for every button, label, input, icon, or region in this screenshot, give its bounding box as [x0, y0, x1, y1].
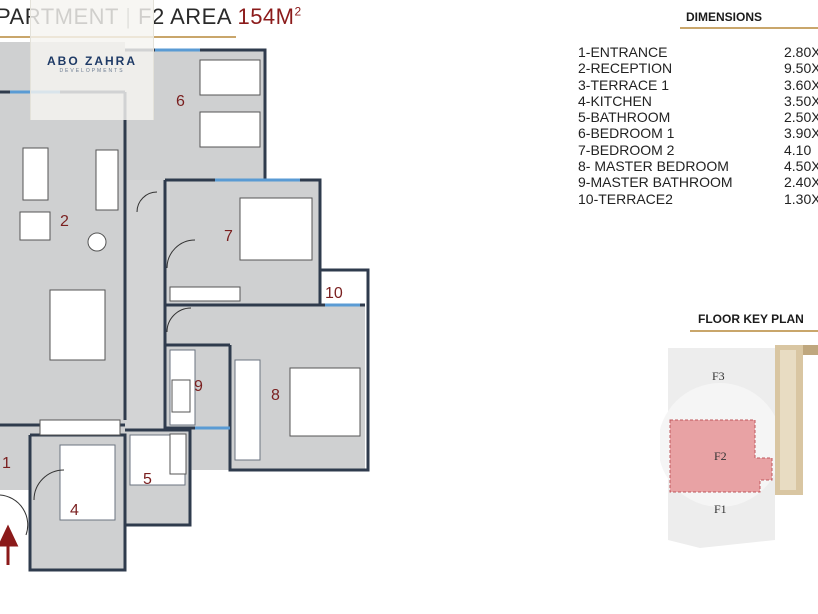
- dimension-row: 9-MASTER BATHROOM 2.40X: [578, 174, 818, 190]
- room-label-1: 1: [2, 455, 11, 472]
- dimension-row: 10-TERRACE2 1.30X: [578, 191, 818, 207]
- dimension-row: 5-BATHROOM 2.50X: [578, 109, 818, 125]
- key-plan-f2-highlight: [669, 419, 773, 493]
- dimension-label: 2-RECEPTION: [578, 60, 673, 77]
- room-label-8: 8: [271, 387, 280, 404]
- dimension-row: 8- MASTER BEDROOM 4.50X: [578, 158, 818, 174]
- dimension-row: 4-KITCHEN 3.50X: [578, 93, 818, 109]
- floor-plan: 1 2 4 5 6 7 8 9 10: [0, 42, 370, 572]
- dimension-value: 3.60X: [784, 76, 818, 93]
- area-number: 154M: [237, 4, 295, 29]
- dimension-row: 6-BEDROOM 1 3.90X: [578, 125, 818, 141]
- partitions: [59, 349, 261, 521]
- dimension-value: 1.30X: [784, 190, 818, 207]
- doors: [0, 191, 196, 536]
- dimension-row: 1-ENTRANCE 2.80X: [578, 44, 818, 60]
- dimension-label: 5-BATHROOM: [578, 109, 671, 126]
- area-superscript: 2: [294, 4, 302, 19]
- room-labels: 1 2 4 5 6 7 8 9 10: [2, 93, 343, 519]
- beds: [49, 59, 361, 437]
- dimensions-list: 1-ENTRANCE 2.80X 2-RECEPTION 9.50X 3-TERRA…: [578, 44, 818, 207]
- key-plan-f1: F1: [714, 502, 727, 516]
- key-plan-f3: F3: [712, 369, 725, 383]
- dimensions-underline: [680, 27, 818, 29]
- dimension-value: 2.40X: [784, 174, 818, 191]
- logo-name: ABO ZAHRA: [47, 54, 137, 68]
- room-label-5: 5: [143, 471, 152, 488]
- dimension-row: 3-TERRACE 1 3.60X: [578, 77, 818, 93]
- dimension-value: 3.50X: [784, 92, 818, 109]
- room-label-10: 10: [325, 285, 343, 302]
- room-label-4: 4: [70, 502, 79, 519]
- room-label-7: 7: [224, 228, 233, 245]
- dimensions-header: DIMENSIONS: [686, 10, 763, 24]
- key-plan-f2: F2: [714, 449, 727, 463]
- room-label-2: 2: [60, 213, 69, 230]
- dimension-label: 10-TERRACE2: [578, 190, 673, 207]
- living-furniture: [19, 147, 241, 475]
- dimension-label: 6-BEDROOM 1: [578, 125, 675, 142]
- entrance-arrow: [0, 524, 19, 565]
- logo-tagline: DEVELOPMENTS: [59, 68, 125, 74]
- dimension-value: 4.10: [784, 141, 812, 158]
- dimension-value: 2.80X: [784, 44, 818, 60]
- room-label-9: 9: [194, 378, 203, 395]
- key-plan-labels: F3 F2 F1: [712, 369, 727, 516]
- floor-key-plan-underline: [690, 330, 818, 332]
- dimension-value: 3.90X: [784, 125, 818, 142]
- floor-key-plan: F3 F2 F1: [660, 345, 818, 548]
- dimension-row: 2-RECEPTION 9.50X: [578, 60, 818, 76]
- dimension-label: 3-TERRACE 1: [578, 76, 670, 93]
- room-label-6: 6: [176, 93, 185, 110]
- floor-key-plan-header: FLOOR KEY PLAN: [698, 312, 804, 326]
- dimension-label: 7-BEDROOM 2: [578, 141, 675, 158]
- dimension-label: 1-ENTRANCE: [578, 44, 668, 60]
- title-area-value: 154M2: [237, 4, 301, 29]
- dimension-value: 9.50X: [784, 60, 818, 77]
- dimension-label: 9-MASTER BATHROOM: [578, 174, 733, 191]
- logo: ABO ZAHRA DEVELOPMENTS: [30, 0, 154, 120]
- dimension-value: 4.50X: [784, 158, 818, 175]
- dimension-label: 4-KITCHEN: [578, 92, 652, 109]
- dimension-row: 7-BEDROOM 2 4.10: [578, 142, 818, 158]
- dimension-value: 2.50X: [784, 109, 818, 126]
- dimension-label: 8- MASTER BEDROOM: [578, 158, 729, 175]
